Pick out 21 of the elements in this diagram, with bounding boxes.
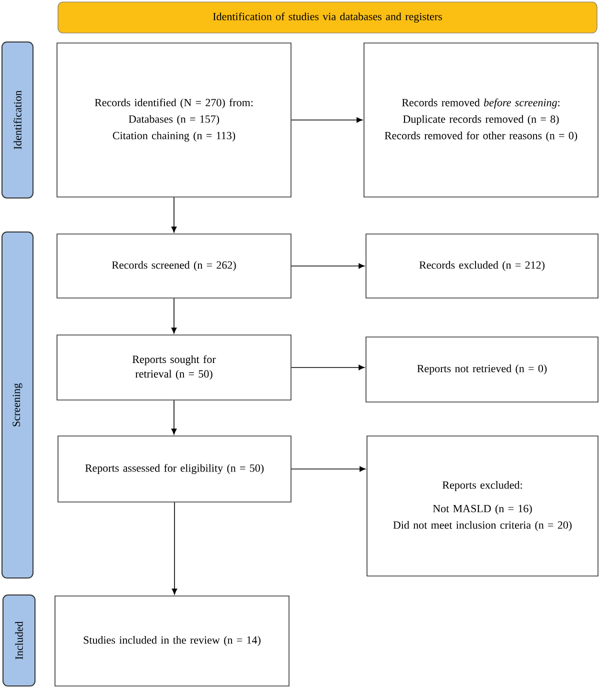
arrow <box>171 298 177 334</box>
process-box: Records excluded (n = 212) <box>366 234 598 298</box>
process-box: Records screened (n = 262) <box>56 234 292 298</box>
process-box: Reports assessed for eligibility (n = 50) <box>58 436 292 502</box>
arrow <box>291 263 365 269</box>
process-box: Reports excluded: Not MASLD (n = 16) Did not meet inclusion criteria (n = 20) <box>366 436 598 576</box>
process-box: Studies included in the review (n = 14) <box>54 596 290 686</box>
arrow <box>291 117 363 123</box>
phase-band: Identification <box>2 42 34 198</box>
arrow <box>291 364 365 370</box>
process-box: Records identified (N = 270) from: Databases (n = 157) Citation chaining (n = 113) <box>56 42 292 198</box>
process-box: Records removed before screening: Duplicate records removed (n = 8) Records removed for other reasons (n = 0) <box>364 42 598 198</box>
arrow <box>171 400 177 435</box>
process-box: Reports not retrieved (n = 0) <box>366 336 598 402</box>
arrow <box>172 502 178 595</box>
phase-band: Screening <box>2 232 34 578</box>
header-banner: Identification of studies via databases and registers <box>58 2 598 34</box>
phase-band: Included <box>2 594 36 686</box>
arrow <box>291 466 366 472</box>
arrow <box>171 197 177 233</box>
process-box: Reports sought for retrieval (n = 50) <box>56 334 292 400</box>
